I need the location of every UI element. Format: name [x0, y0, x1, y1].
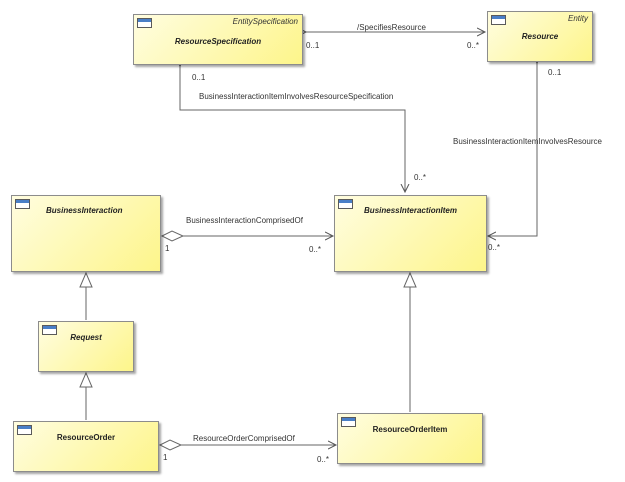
class-request[interactable]: Request: [38, 321, 134, 372]
multiplicity-label: 1: [163, 453, 168, 462]
involves-resource-line[interactable]: [488, 63, 537, 236]
class-resource[interactable]: Entity Resource: [487, 11, 593, 62]
class-resource-order[interactable]: ResourceOrder: [13, 421, 159, 472]
stereotype-label: EntitySpecification: [232, 17, 298, 26]
class-name: ResourceOrder: [56, 433, 116, 442]
class-name: Request: [70, 333, 102, 342]
multiplicity-label: 0..1: [306, 41, 320, 50]
class-icon: [137, 18, 152, 28]
class-business-interaction-item[interactable]: BusinessInteractionItem: [334, 195, 487, 272]
class-name: BusinessInteractionItem: [364, 206, 457, 215]
class-name: Resource: [521, 32, 559, 41]
multiplicity-label: 0..*: [467, 41, 480, 50]
class-icon: [42, 325, 57, 335]
class-name: ResourceSpecification: [174, 37, 262, 46]
class-icon: [15, 199, 30, 209]
class-business-interaction[interactable]: BusinessInteraction: [11, 195, 161, 272]
generalization-triangle: [79, 371, 93, 388]
class-icon: [341, 417, 356, 427]
generalization-triangle: [79, 271, 93, 288]
association-name: BusinessInteractionComprisedOf: [186, 216, 303, 225]
aggregation-diamond: [160, 230, 185, 242]
multiplicity-label: 0..*: [309, 245, 322, 254]
association-name: BusinessInteractionItemInvolvesResourceS…: [199, 92, 394, 101]
association-name: BusinessInteractionItemInvolvesResource: [453, 137, 602, 146]
class-resource-specification[interactable]: EntitySpecification ResourceSpecificatio…: [133, 14, 303, 65]
class-resource-order-item[interactable]: ResourceOrderItem: [337, 413, 483, 464]
multiplicity-label: 0..*: [414, 173, 427, 182]
generalization-triangle: [403, 271, 417, 288]
association-name: /SpecifiesResource: [357, 23, 426, 32]
aggregation-diamond: [158, 439, 183, 451]
class-icon: [338, 199, 353, 209]
class-icon: [491, 15, 506, 25]
association-name: ResourceOrderComprisedOf: [193, 434, 295, 443]
multiplicity-label: 1: [165, 244, 170, 253]
class-icon: [17, 425, 32, 435]
class-name: ResourceOrderItem: [372, 425, 448, 434]
stereotype-label: Entity: [567, 14, 588, 23]
involves-resource-spec-line[interactable]: [180, 66, 405, 192]
class-name: BusinessInteraction: [46, 206, 123, 215]
multiplicity-label: 0..*: [488, 243, 501, 252]
multiplicity-label: 0..1: [192, 73, 206, 82]
multiplicity-label: 0..1: [548, 68, 562, 77]
multiplicity-label: 0..*: [317, 455, 330, 464]
